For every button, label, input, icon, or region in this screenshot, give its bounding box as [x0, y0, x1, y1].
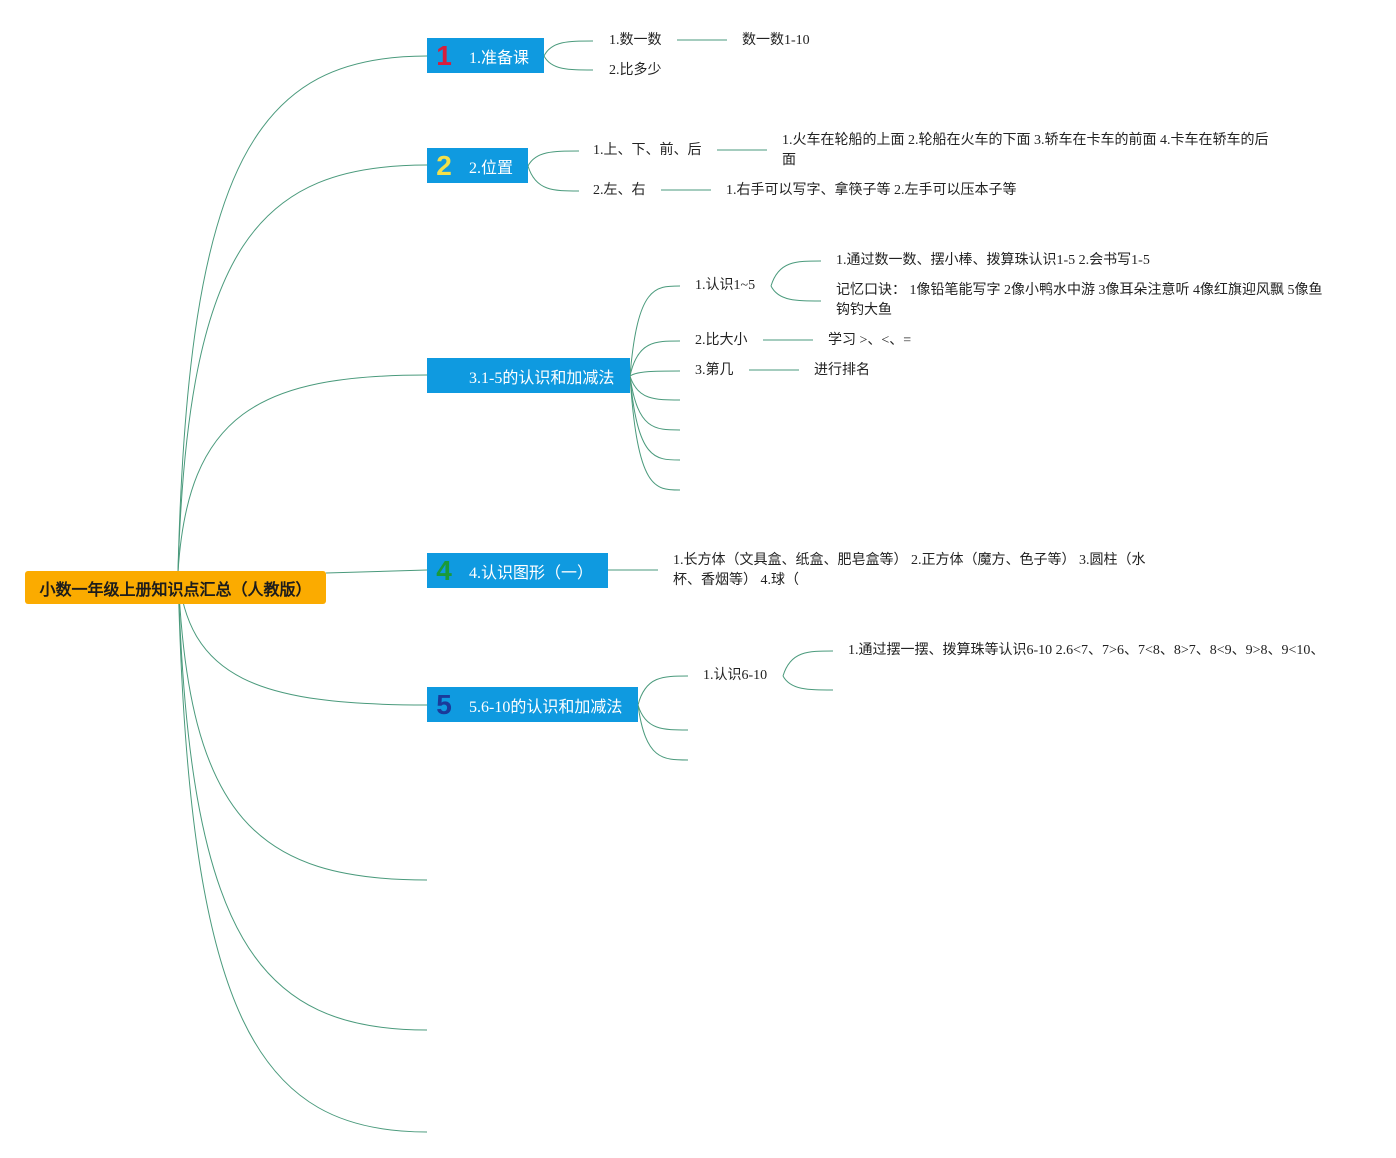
t1-compare[interactable]: 2.比多少 — [609, 63, 662, 78]
topic-3-label: 3.1-5的认识和加减法 — [469, 369, 615, 387]
t5-know-6-10[interactable]: 1.认识6-10 — [703, 668, 768, 683]
t2-leftright[interactable]: 2.左、右 — [593, 183, 646, 198]
topic-2-label: 2.位置 — [469, 159, 514, 177]
root-topic[interactable]: 小数一年级上册知识点汇总（人教版） — [25, 571, 326, 604]
topic-3-numbers-1-5[interactable]: 3.1-5的认识和加减法 — [427, 358, 630, 393]
topic-5-label: 5.6-10的认识和加减法 — [469, 698, 623, 716]
topic-1-preparation[interactable]: 1 1.准备课 — [427, 38, 544, 73]
badge-2-icon: 2 — [436, 149, 452, 181]
topic-4-label: 4.认识图形（一） — [469, 564, 594, 582]
t3-know-detail-1[interactable]: 1.通过数一数、摆小棒、拨算珠认识1-5 2.会书写1-5 — [836, 253, 1150, 268]
t2-updown[interactable]: 1.上、下、前、后 — [593, 143, 702, 158]
t2-updown-detail[interactable]: 1.火车在轮船的上面 2.轮船在火车的下面 3.轿车在卡车的前面 4.卡车在轿车… — [782, 133, 1269, 168]
root-title: 小数一年级上册知识点汇总（人教版） — [39, 581, 312, 599]
t3-know-1-5[interactable]: 1.认识1~5 — [695, 278, 756, 293]
t2-leftright-detail[interactable]: 1.右手可以写字、拿筷子等 2.左手可以压本子等 — [726, 183, 1017, 198]
topic-1-label: 1.准备课 — [469, 49, 530, 67]
t3-ordinal-detail[interactable]: 进行排名 — [814, 363, 870, 378]
t3-compare-detail[interactable]: 学习 >、<、= — [828, 333, 912, 348]
t3-know-detail-2[interactable]: 记忆口诀： 1像铅笔能写字 2像小鸭水中游 3像耳朵注意听 4像红旗迎风飘 5像… — [836, 283, 1323, 318]
t4-shapes-detail[interactable]: 1.长方体（文具盒、纸盒、肥皂盒等） 2.正方体（魔方、色子等） 3.圆柱（水杯… — [673, 553, 1146, 588]
t1-count[interactable]: 1.数一数 — [609, 33, 662, 48]
badge-1-icon: 1 — [436, 39, 452, 71]
t5-know-detail[interactable]: 1.通过摆一摆、拨算珠等认识6-10 2.6<7、7>6、7<8、8>7、8<9… — [848, 643, 1325, 658]
topic-5-numbers-6-10[interactable]: 5 5.6-10的认识和加减法 — [427, 687, 638, 722]
t1-count-detail[interactable]: 数一数1-10 — [742, 33, 810, 48]
topic-4-shapes[interactable]: 4 4.认识图形（一） — [427, 553, 608, 588]
topic-2-position[interactable]: 2 2.位置 — [427, 148, 528, 183]
t3-ordinal[interactable]: 3.第几 — [695, 363, 734, 378]
badge-4-icon: 4 — [436, 554, 452, 586]
t3-compare[interactable]: 2.比大小 — [695, 333, 748, 348]
badge-5-icon: 5 — [436, 688, 452, 720]
